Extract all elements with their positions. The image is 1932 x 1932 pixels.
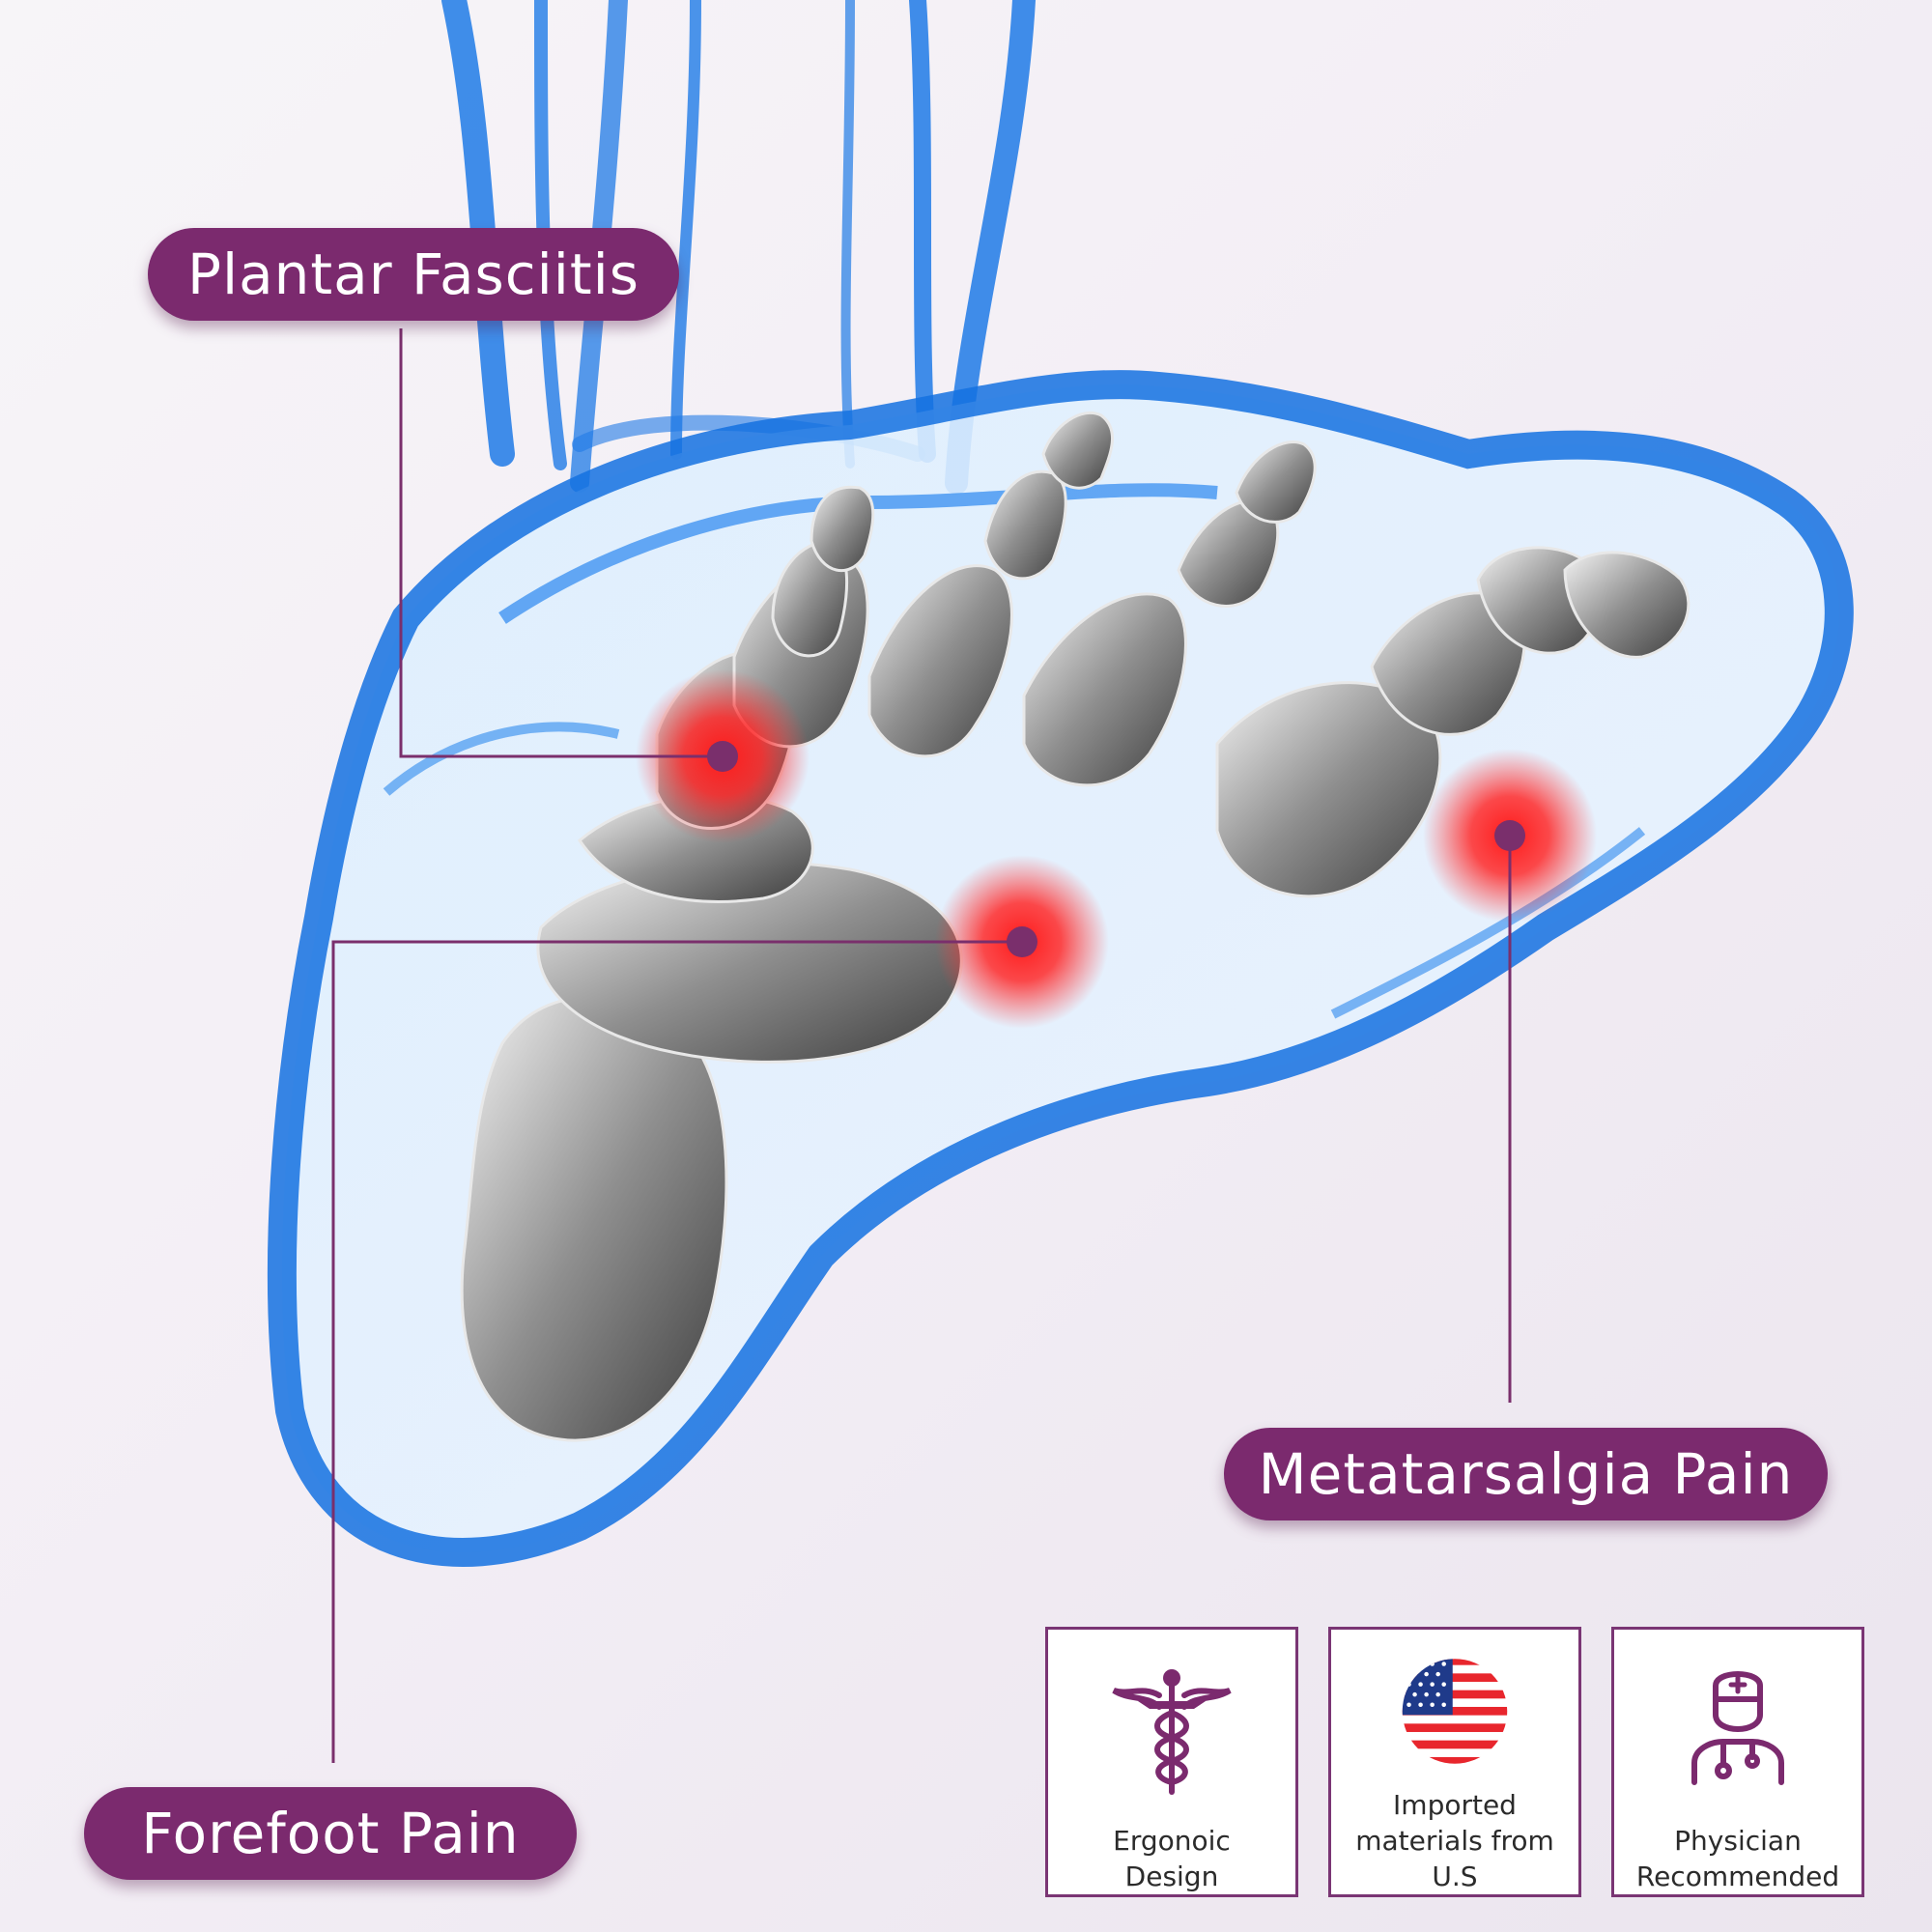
leader-line-forefoot — [331, 940, 1022, 1763]
badge-ergonomic-line2: Design — [1124, 1861, 1219, 1892]
badge-ergonomic-design: Ergonoic Design — [1045, 1627, 1298, 1897]
caduceus-icon — [1112, 1669, 1232, 1795]
badge-imported-line1: Imported — [1393, 1789, 1517, 1821]
badge-imported-line2: materials from U.S — [1355, 1825, 1554, 1892]
badge-ergonomic-text: Ergonoic Design — [1048, 1823, 1295, 1894]
physician-icon — [1691, 1671, 1784, 1785]
label-forefoot-pain: Forefoot Pain — [84, 1787, 577, 1880]
badge-imported-materials: Imported materials from U.S — [1328, 1627, 1581, 1897]
badge-physician-text: Physician Recommended — [1614, 1823, 1861, 1894]
arch-contour — [1330, 827, 1646, 1019]
label-plantar-fasciitis: Plantar Fasciitis — [148, 228, 679, 321]
badge-physician-line1: Physician — [1674, 1825, 1802, 1857]
badge-physician-line2: Recommended — [1635, 1861, 1840, 1892]
label-forefoot-text: Forefoot Pain — [141, 1801, 520, 1866]
badge-ergonomic-line1: Ergonoic — [1113, 1825, 1231, 1857]
label-metatarsalgia-pain: Metatarsalgia Pain — [1224, 1428, 1828, 1520]
leader-line-plantar — [399, 328, 723, 758]
badge-imported-text: Imported materials from U.S — [1331, 1787, 1578, 1894]
badge-physician-recommended: Physician Recommended — [1611, 1627, 1864, 1897]
label-metatarsalgia-text: Metatarsalgia Pain — [1258, 1441, 1794, 1507]
us-flag-icon — [1402, 1659, 1508, 1764]
ankle-contour — [383, 722, 620, 796]
label-plantar-text: Plantar Fasciitis — [187, 242, 639, 307]
